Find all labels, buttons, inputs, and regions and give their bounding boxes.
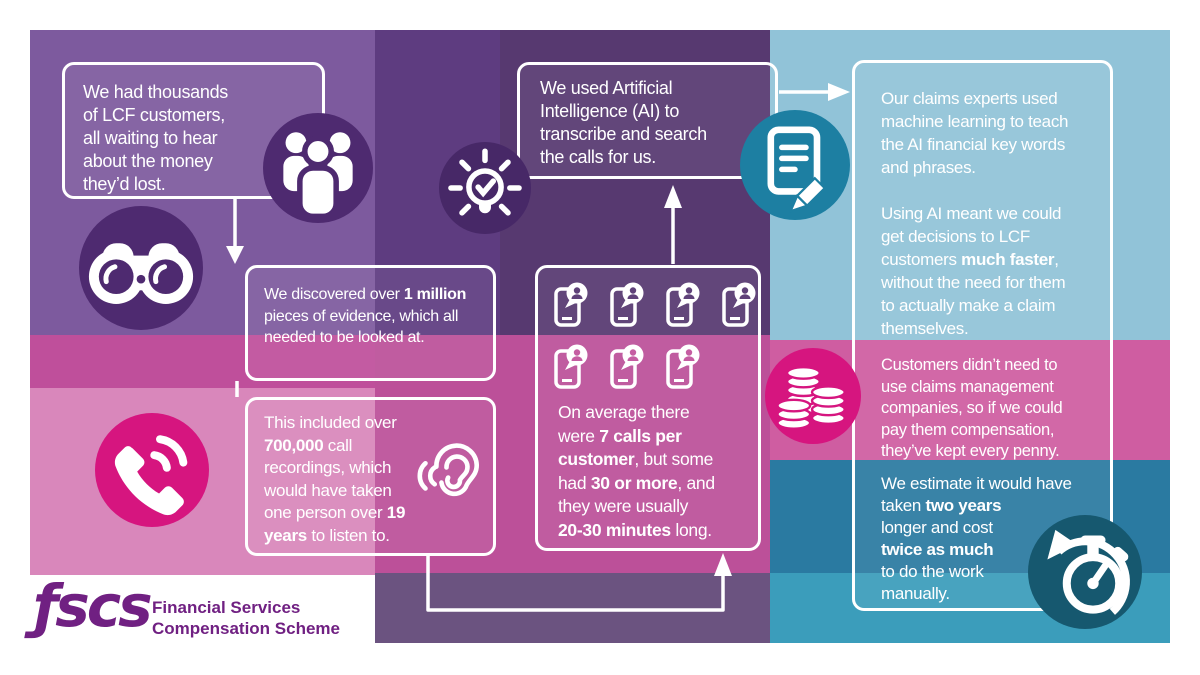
call-bubble-icon [554,344,588,389]
fscs-logo-tagline: Financial Services Compensation Scheme [152,598,340,638]
claims-management-text: Customers didn’t need to use claims mana… [881,356,1063,460]
fscs-logo: ƒscs [33,572,153,640]
evidence-text: We discovered over 1 million pieces of e… [264,286,467,346]
customers-text: We had thousands of LCF customers, all w… [83,82,228,194]
call-recordings-text: This included over 700,000 call recordin… [264,413,406,545]
callout-right-column: Our claims experts used machine learning… [852,60,1113,611]
callout-ai: We used Artificial Intelligence (AI) to … [517,62,778,179]
call-bubble-icon [666,344,700,389]
estimate-text: We estimate it would have taken two year… [881,474,1072,603]
call-icons-row-2 [551,342,703,392]
call-bubble-icon [666,282,700,327]
average-calls-text: On average there were 7 calls per custom… [558,402,715,540]
callout-call-recordings: This included over 700,000 call recordin… [245,397,496,556]
stopwatch-icon [1028,515,1142,629]
experts-text: Our claims experts used machine learning… [881,89,1069,338]
callout-evidence: We discovered over 1 million pieces of e… [245,265,496,381]
ear-listening-icon [407,428,491,524]
call-bubble-icon [722,282,756,327]
coin-stacks-icon [765,348,861,444]
call-bubble-icon [554,282,588,327]
binoculars-icon [79,206,203,330]
call-bubble-icon [610,282,644,327]
call-icons-row-1 [551,280,759,330]
people-group-icon [263,113,373,223]
lightbulb-check-icon [439,142,531,234]
bg-center-bottom-strip [375,573,770,643]
ai-text: We used Artificial Intelligence (AI) to … [540,78,707,167]
callout-average-calls: On average there were 7 calls per custom… [535,265,761,551]
document-pencil-icon [740,110,850,220]
phone-handset-icon [95,413,209,527]
call-bubble-icon [610,344,644,389]
